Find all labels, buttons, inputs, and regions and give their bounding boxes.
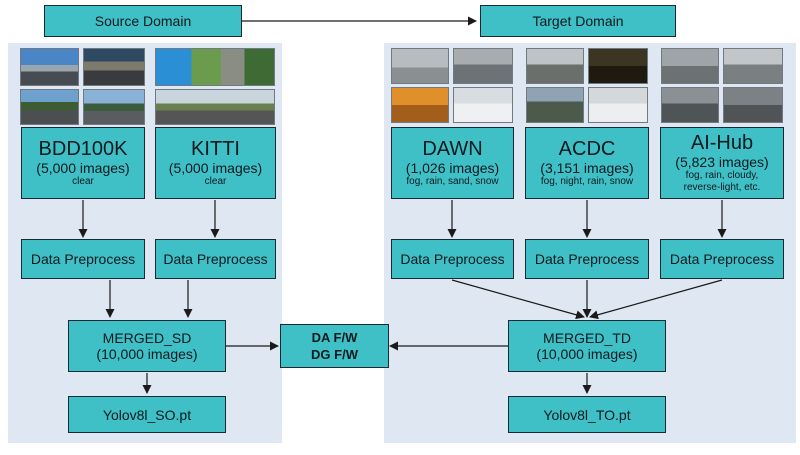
arrow-preprocess3-to-merged-td	[451, 279, 585, 320]
dataset-count: (1,026 images)	[405, 160, 500, 176]
thumbnail-bdd-2	[83, 48, 145, 86]
thumbnail-kitti-2	[155, 89, 275, 125]
dataset-name: DAWN	[422, 138, 483, 160]
dataset-count: (3,151 images)	[540, 160, 634, 176]
dataset-count: (5,000 images)	[36, 160, 130, 176]
merged-target-count: (10,000 images)	[536, 346, 638, 362]
dataset-box-aihub: AI-Hub (5,823 images) fog, rain, cloudy,…	[660, 127, 784, 199]
thumbnail-aihub-1	[661, 48, 719, 84]
thumbnail-dawn-3	[391, 87, 449, 123]
dataset-box-acdc: ACDC (3,151 images) fog, night, rain, sn…	[525, 127, 649, 199]
dataset-box-dawn: DAWN (1,026 images) fog, rain, sand, sno…	[391, 127, 514, 199]
dataset-count: (5,000 images)	[168, 160, 263, 176]
dataset-conditions: fog, night, rain, snow	[540, 176, 634, 187]
framework-da: DA F/W	[311, 330, 358, 345]
preprocess-box-bdd100k: Data Preprocess	[21, 239, 145, 279]
thumbnail-aihub-2	[723, 48, 783, 84]
thumbnail-acdc-3	[526, 87, 584, 123]
preprocess-box-dawn: Data Preprocess	[391, 239, 514, 279]
thumbnail-aihub-3	[661, 87, 719, 123]
dataset-box-kitti: KITTI (5,000 images) clear	[155, 127, 276, 199]
preprocess-box-aihub: Data Preprocess	[660, 239, 784, 279]
dataset-conditions: clear	[204, 176, 227, 187]
dataset-conditions: clear	[72, 176, 94, 187]
thumbnail-dawn-4	[453, 87, 513, 123]
dataset-conditions-line2: reverse-light, etc.	[683, 182, 761, 193]
dataset-name: KITTI	[191, 138, 240, 160]
model-target-box: Yolov8l_TO.pt	[508, 396, 666, 433]
thumbnail-bdd-1	[20, 48, 79, 86]
dataset-count: (5,823 images)	[675, 154, 769, 170]
thumbnail-bdd-4	[83, 89, 145, 125]
merged-target-name: MERGED_TD	[543, 330, 631, 346]
framework-box: DA F/W DG F/W	[280, 324, 389, 368]
merged-source-box: MERGED_SD (10,000 images)	[68, 320, 226, 372]
thumbnail-acdc-4	[588, 87, 648, 123]
thumbnail-bdd-3	[20, 89, 79, 125]
dataset-conditions: fog, rain, sand, snow	[406, 176, 499, 187]
dataset-name: AI-Hub	[690, 132, 754, 154]
thumbnail-aihub-4	[723, 87, 783, 123]
dataset-conditions: fog, rain, cloudy,	[685, 170, 759, 181]
target-domain-header: Target Domain	[480, 5, 676, 37]
model-source-box: Yolov8l_SO.pt	[68, 396, 226, 433]
preprocess-box-acdc: Data Preprocess	[525, 239, 649, 279]
arrow-preprocess5-to-merged-td	[589, 279, 723, 320]
thumbnail-acdc-2	[588, 48, 648, 84]
source-domain-header: Source Domain	[44, 5, 242, 37]
merged-source-count: (10,000 images)	[96, 346, 198, 362]
preprocess-box-kitti: Data Preprocess	[155, 239, 276, 279]
dataset-name: BDD100K	[38, 138, 128, 160]
thumbnail-dawn-2	[453, 48, 513, 84]
framework-dg: DG F/W	[311, 347, 358, 362]
dataset-name: ACDC	[558, 138, 616, 160]
thumbnail-dawn-1	[391, 48, 449, 84]
thumbnail-kitti-1	[155, 48, 275, 86]
thumbnail-acdc-1	[526, 48, 584, 84]
merged-source-name: MERGED_SD	[102, 330, 192, 346]
merged-target-box: MERGED_TD (10,000 images)	[508, 320, 666, 372]
dataset-box-bdd100k: BDD100K (5,000 images) clear	[21, 127, 145, 199]
